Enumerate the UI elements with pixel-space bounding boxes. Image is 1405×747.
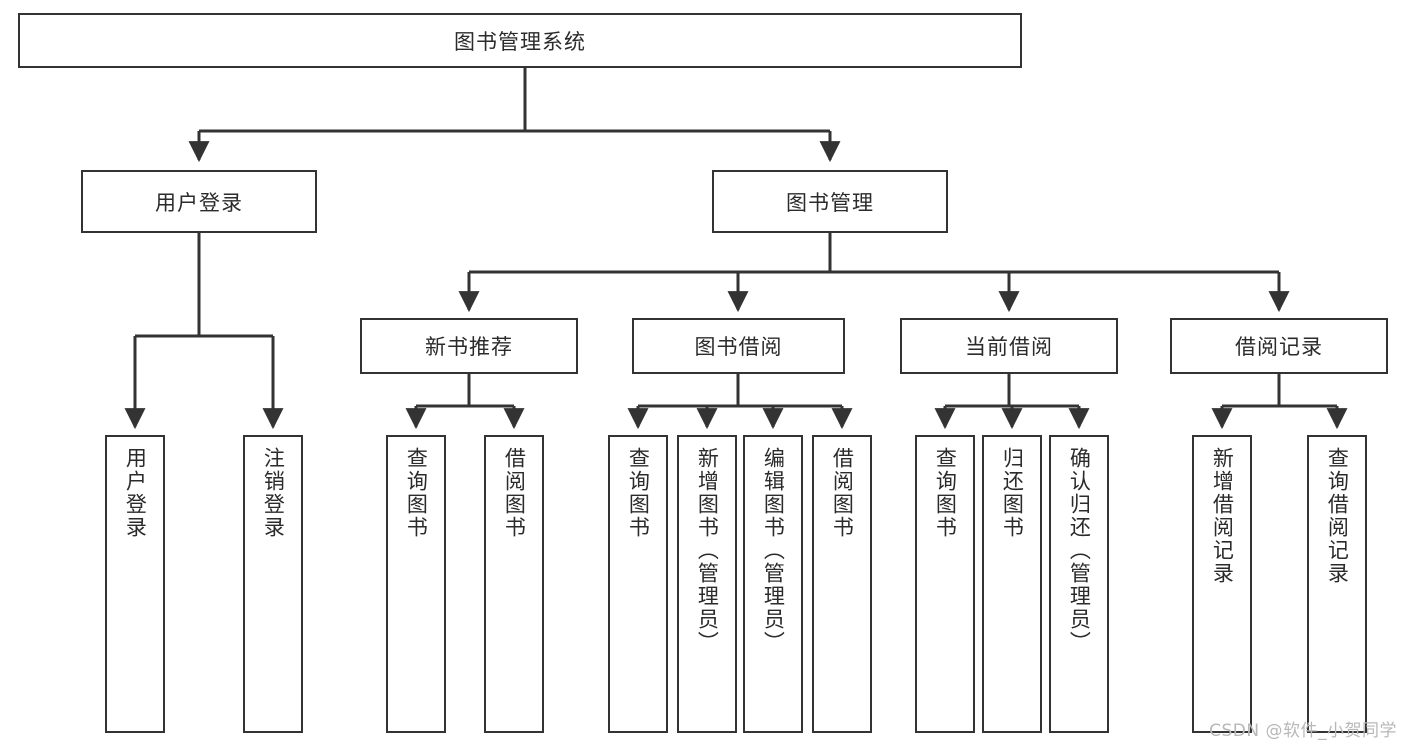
leaf-user-login-logout[interactable]: 注销登录 [243,435,303,733]
leaf-current-confirm-return-admin[interactable]: 确认归还（管理员） [1049,435,1109,733]
node-label: 注销登录 [261,447,286,539]
node-label: 借阅记录 [1235,335,1323,359]
node-label: 新增借阅记录 [1210,447,1235,585]
node-current-borrow[interactable]: 当前借阅 [900,318,1118,374]
leaf-record-query-record[interactable]: 查询借阅记录 [1307,435,1367,733]
node-label: 用户登录 [123,447,148,539]
watermark-text: CSDN @软件_小贺同学 [1209,721,1397,741]
node-label: 借阅图书 [502,447,527,539]
leaf-borrow-edit-book-admin[interactable]: 编辑图书（管理员） [743,435,803,733]
node-label: 新书推荐 [425,335,513,359]
node-book-borrow[interactable]: 图书借阅 [632,318,845,374]
leaf-new-book-borrow[interactable]: 借阅图书 [484,435,544,733]
node-label: 图书管理 [786,190,874,215]
leaf-current-query-book[interactable]: 查询图书 [915,435,975,733]
node-label: 确认归还（管理员） [1067,447,1092,654]
leaf-record-add-record[interactable]: 新增借阅记录 [1192,435,1252,733]
node-label: 归还图书 [1000,447,1025,539]
node-label: 用户登录 [155,190,243,215]
node-label: 当前借阅 [965,335,1053,359]
leaf-new-book-query[interactable]: 查询图书 [386,435,446,733]
leaf-borrow-query-book[interactable]: 查询图书 [608,435,668,733]
node-label: 查询图书 [933,447,958,539]
node-new-book-recommend[interactable]: 新书推荐 [360,318,578,374]
node-label: 借阅图书 [830,447,855,539]
node-user-login[interactable]: 用户登录 [81,170,317,233]
node-label: 编辑图书（管理员） [761,447,786,654]
node-label: 查询图书 [626,447,651,539]
leaf-borrow-add-book-admin[interactable]: 新增图书（管理员） [677,435,737,733]
node-label: 新增图书（管理员） [695,447,720,654]
node-book-management[interactable]: 图书管理 [712,170,948,233]
node-label: 图书管理系统 [454,29,586,54]
node-label: 图书借阅 [694,335,783,359]
leaf-user-login-login[interactable]: 用户登录 [105,435,165,733]
node-label: 查询图书 [404,447,429,539]
leaf-borrow-borrow-book[interactable]: 借阅图书 [812,435,872,733]
node-borrow-record[interactable]: 借阅记录 [1170,318,1388,374]
node-label: 查询借阅记录 [1325,447,1350,585]
node-root-system[interactable]: 图书管理系统 [18,13,1022,68]
leaf-current-return-book[interactable]: 归还图书 [982,435,1042,733]
